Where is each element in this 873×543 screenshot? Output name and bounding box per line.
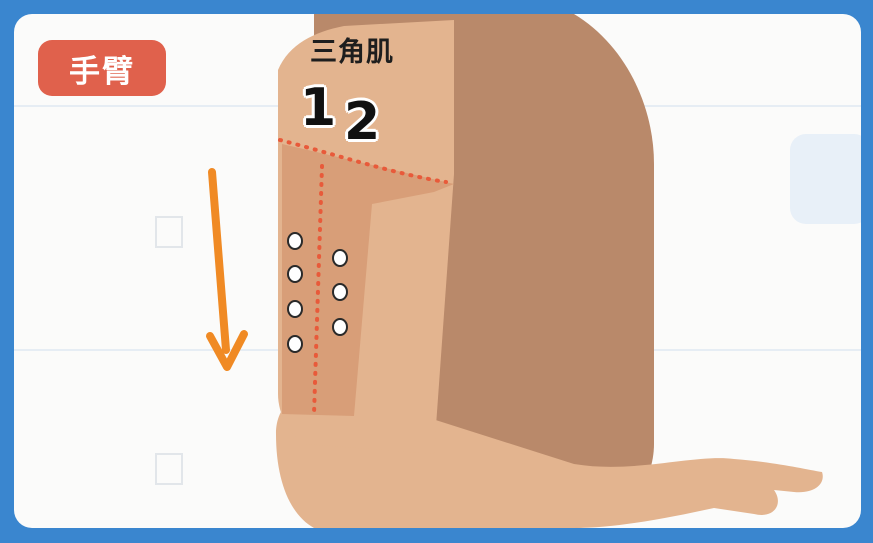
down-arrow-icon [206,168,248,371]
dotted-guides [278,138,448,416]
dot [332,249,348,267]
dot [332,283,348,301]
dot [332,318,348,336]
deltoid-zone [282,144,454,416]
marker-number-2: 2 [344,92,381,152]
section-badge: 手臂 [38,40,166,96]
dot [287,335,303,353]
arm-illustration [14,14,861,528]
point-dots [287,232,348,353]
dot [287,265,303,283]
marker-number-1: 1 [300,78,337,138]
muscle-name: 三角肌 [310,37,394,68]
dot [287,300,303,318]
illustration-card: 手臂 三角肌 1 2 [14,14,861,528]
dot [287,232,303,250]
